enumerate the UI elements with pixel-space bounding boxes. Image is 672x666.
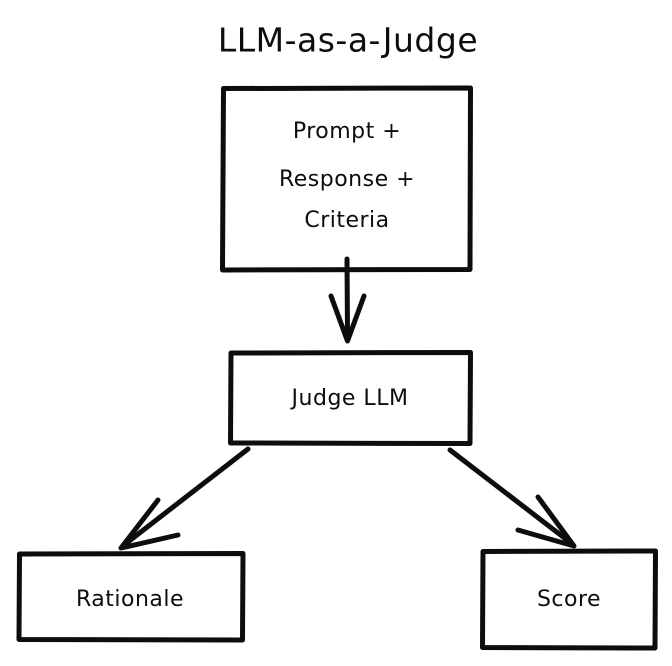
edge-judge-to-score-arrowhead	[515, 494, 577, 549]
node-score-shape	[480, 548, 658, 651]
node-rationale-label: Rationale	[76, 587, 184, 612]
node-judge[interactable]: Judge LLM	[228, 350, 473, 446]
node-inputs-shape	[220, 85, 473, 273]
node-score-label: Score	[537, 587, 601, 612]
edge-inputs-to-judge-arrowhead	[328, 293, 367, 344]
node-inputs[interactable]: Prompt + Response + Criteria	[220, 85, 473, 273]
node-inputs-line-2: Response +	[279, 167, 415, 192]
edge-inputs-to-judge	[328, 256, 367, 344]
edge-inputs-to-judge-line	[344, 256, 350, 337]
node-rationale[interactable]: Rationale	[16, 551, 246, 643]
node-score[interactable]: Score	[480, 548, 658, 651]
edge-judge-to-rationale	[118, 446, 251, 551]
edge-judge-to-score	[447, 447, 577, 549]
edge-judge-to-rationale-arrowhead	[118, 497, 181, 551]
edge-judge-to-score-line	[447, 447, 574, 546]
node-judge-shape	[228, 350, 473, 446]
node-rationale-shape	[16, 551, 246, 643]
edge-judge-to-rationale-line	[121, 446, 251, 548]
diagram-title: LLM-as-a-Judge	[218, 21, 478, 60]
node-judge-label: Judge LLM	[290, 386, 409, 411]
node-inputs-line-1: Prompt +	[293, 119, 401, 144]
node-inputs-line-3: Criteria	[304, 208, 389, 233]
